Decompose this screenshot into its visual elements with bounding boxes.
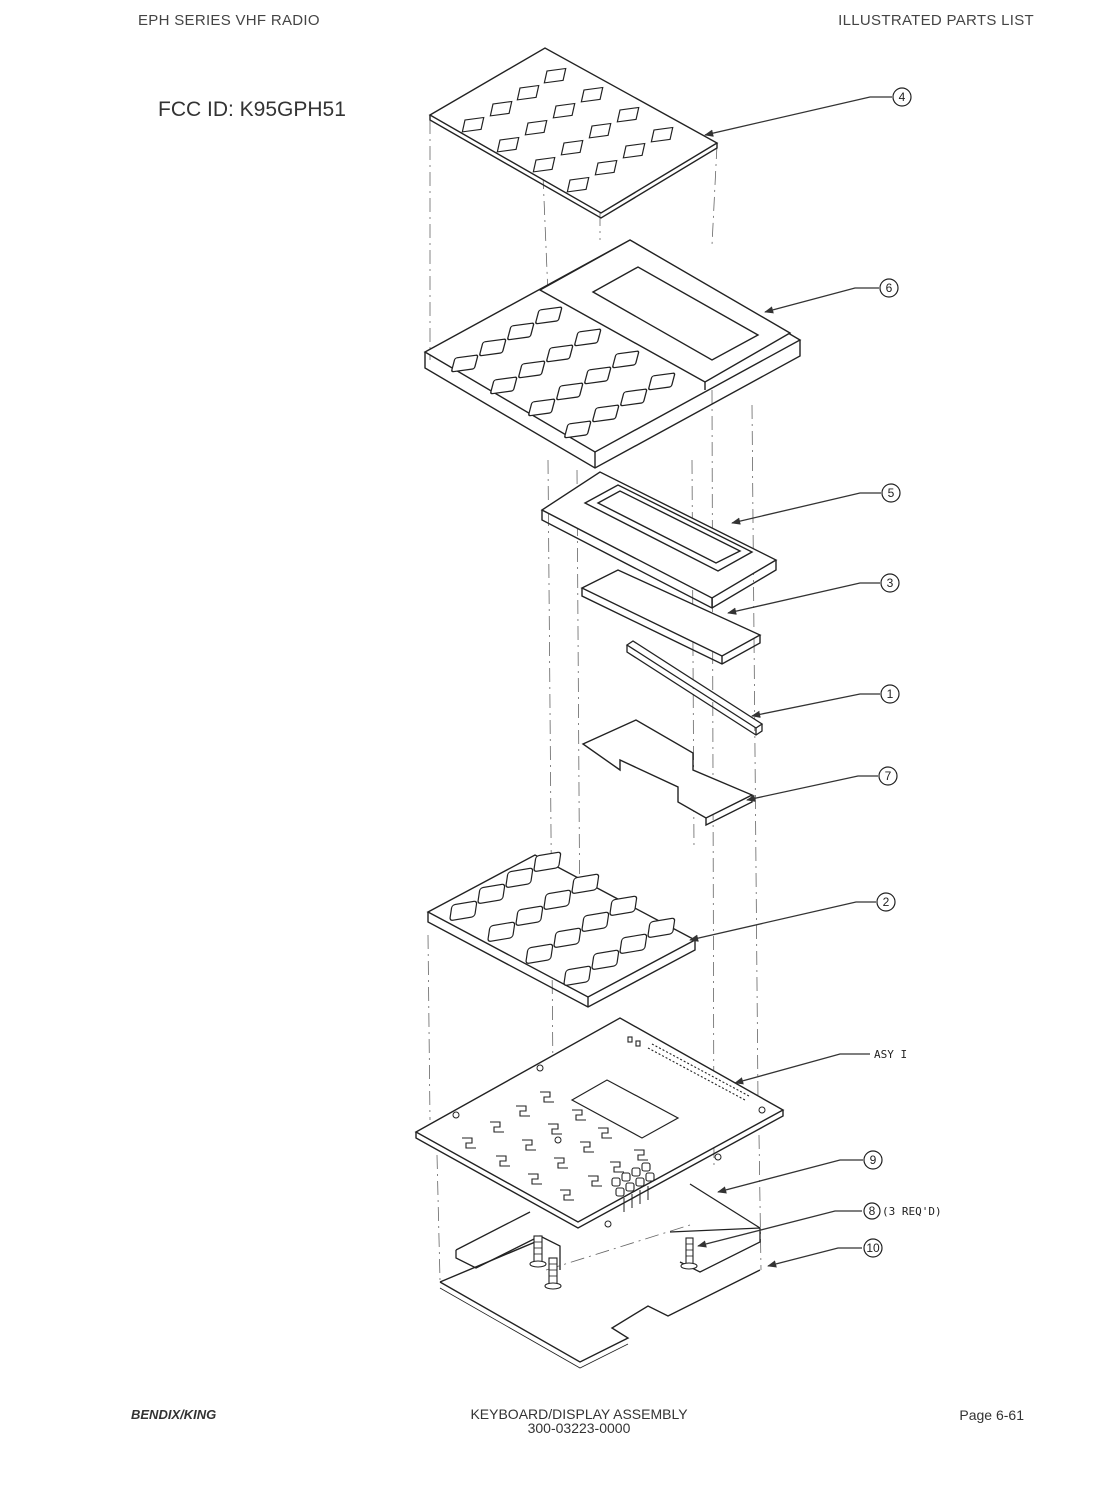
svg-text:1: 1 [887,687,894,701]
footer-assembly-title: KEYBOARD/DISPLAY ASSEMBLY 300-03223-0000 [444,1407,714,1435]
leader-asy [735,1054,870,1083]
callout-5: 5 [882,484,900,502]
svg-text:9: 9 [870,1153,877,1167]
part-2-rubber-keypad [428,852,695,1007]
leader-3 [728,583,880,613]
asy-1-circuit-board [416,1018,783,1228]
callout-4: 4 [893,88,911,106]
callout-3: 3 [881,574,899,592]
svg-text:10: 10 [866,1241,880,1255]
part-10-rear-plate [440,1240,760,1368]
leader-10 [768,1248,862,1266]
leader-6 [765,288,879,312]
svg-text:7: 7 [885,769,892,783]
asy-label: ASY I [874,1048,907,1061]
footer-page-number: Page 6-61 [959,1407,1024,1423]
callout-1: 1 [881,685,899,703]
callout-7: 7 [879,767,897,785]
part-7-insulator-pad [583,720,752,825]
callout-2: 2 [877,893,895,911]
leader-8 [698,1211,862,1246]
svg-text:4: 4 [899,90,906,104]
leader-2 [690,902,876,940]
callout-8: 8 [864,1203,880,1219]
leader-1 [752,694,880,716]
svg-text:8: 8 [869,1204,876,1218]
footer-part-number: 300-03223-0000 [444,1421,714,1435]
part-6-front-bezel [425,240,800,468]
part-5-lcd-module [542,472,776,608]
callout-6: 6 [880,279,898,297]
footer-assembly-name: KEYBOARD/DISPLAY ASSEMBLY [444,1407,714,1421]
quantity-required-label: (3 REQ'D) [882,1205,942,1218]
leader-9 [718,1160,863,1192]
footer-brand: BENDIX/KING [131,1407,216,1422]
svg-text:6: 6 [886,281,893,295]
part-1-connector-strip [627,641,762,735]
leader-7 [747,776,878,800]
callout-bubbles: 4 6 5 3 1 7 2 ASY I 9 [864,88,942,1257]
svg-text:5: 5 [888,486,895,500]
leader-4 [705,97,892,135]
svg-text:2: 2 [883,895,890,909]
callout-10: 10 [864,1239,882,1257]
svg-text:3: 3 [887,576,894,590]
leader-5 [732,493,881,523]
callout-9: 9 [864,1151,882,1169]
part-4-keypad-overlay [430,48,717,218]
